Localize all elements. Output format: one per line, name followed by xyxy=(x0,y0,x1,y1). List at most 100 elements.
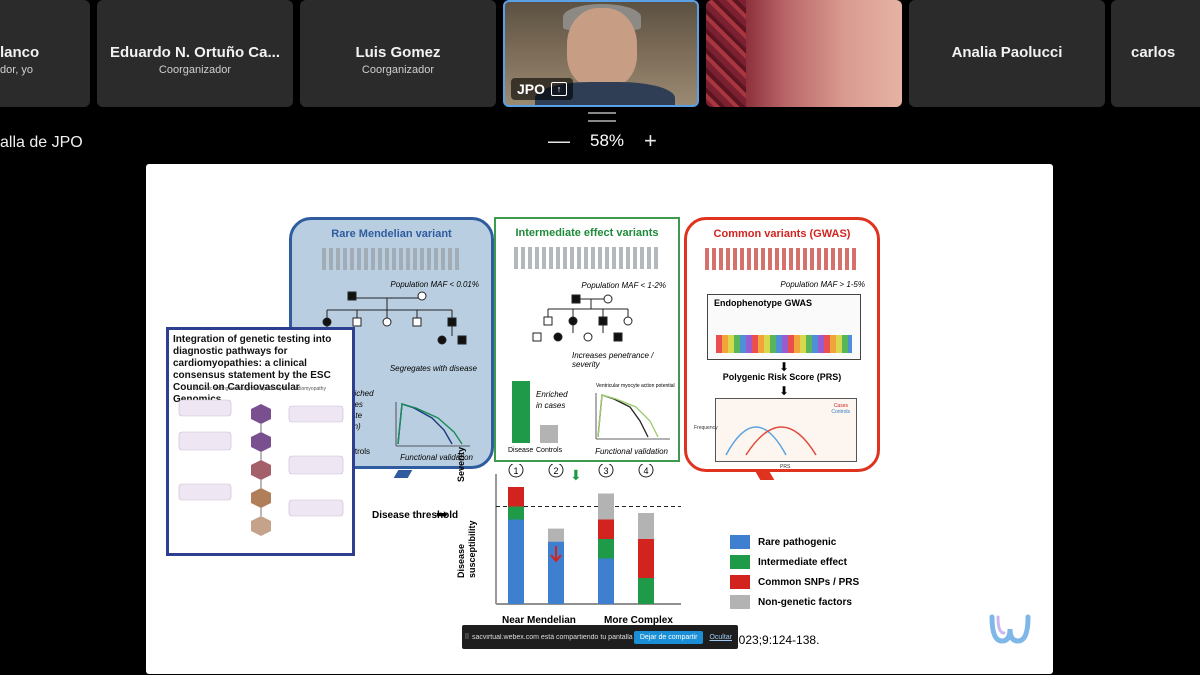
threshold-label: Disease threshold xyxy=(372,510,459,521)
gwas-box: Endophenotype GWAS xyxy=(707,294,861,360)
bar-4-intermediate-effect xyxy=(638,578,654,604)
arrow-down-icon xyxy=(755,472,775,480)
citation: 2023;9:124-138. xyxy=(732,633,820,647)
participant-role: Coorganizador xyxy=(158,64,232,76)
arrow-down-icon: ⬇ xyxy=(570,467,582,483)
column-number: 2 xyxy=(553,466,558,476)
arrow-right-icon: ➡ xyxy=(436,506,448,522)
bar-3-common-snps-prs xyxy=(598,519,614,539)
susceptibility-axis-label: Disease susceptibility xyxy=(456,520,477,578)
participant-label: JPO ↑ xyxy=(511,78,574,100)
participant-video-2[interactable] xyxy=(706,0,902,107)
participant-name: Luis Gomez xyxy=(355,44,441,61)
enriched-bar-controls xyxy=(540,425,558,443)
legend-item: Non-genetic factors xyxy=(730,592,859,612)
pedigree-diagram xyxy=(532,294,633,342)
participant-name: JPO xyxy=(517,81,546,97)
maf-label: Population MAF > 1-5% xyxy=(780,280,865,289)
bar-1-intermediate-effect xyxy=(508,506,524,520)
prs-distribution xyxy=(725,426,817,456)
disease-label: Disease xyxy=(508,447,534,454)
participant-role: Coorganizador xyxy=(361,64,435,76)
x-label-near-mendelian: Near Mendelian xyxy=(502,615,576,626)
gwas-title: Endophenotype GWAS xyxy=(714,298,812,308)
participant-name: Eduardo N. Ortuño Ca... xyxy=(109,44,280,61)
column-number-badge xyxy=(508,464,524,478)
screen-share-icon: ↑ xyxy=(551,82,568,96)
webex-logo-icon xyxy=(989,614,1031,644)
bar-1-rare-pathogenic xyxy=(508,519,524,604)
legend-swatch xyxy=(730,555,750,569)
column-number: 4 xyxy=(643,466,648,476)
bar-3-rare-pathogenic xyxy=(598,558,614,604)
participant-name: lanco xyxy=(0,44,40,61)
legend-item: Rare pathogenic xyxy=(730,532,859,552)
participant-name: carlos xyxy=(1131,44,1176,61)
participant-role: dor, yo xyxy=(0,64,34,76)
bar-4-non-genetic-factors xyxy=(638,513,654,539)
severity-axis-label: Severity xyxy=(456,446,466,482)
legend-swatch xyxy=(730,575,750,589)
segregates-label: Segregates with disease xyxy=(389,364,477,373)
chart-legend: Rare pathogenic Intermediate effect Comm… xyxy=(730,532,859,612)
participant-name: Analia Paolucci xyxy=(951,44,1063,61)
column-number-badge xyxy=(548,464,564,478)
video-person-face xyxy=(567,8,637,88)
zoom-control: — 58% + xyxy=(548,130,657,152)
zoom-out-button[interactable]: — xyxy=(548,128,570,153)
penetrance-label: Increases penetrance / severity xyxy=(572,351,654,369)
screen-share-notice: ⠿ sacvirtual.webex.com está compartiendo… xyxy=(462,625,738,649)
population-icons xyxy=(705,248,859,270)
zoom-level: 58% xyxy=(590,131,625,150)
participant-tile-2[interactable]: Eduardo N. Ortuño Ca... Coorganizador xyxy=(97,0,293,107)
panel-title: Intermediate effect variants xyxy=(515,227,659,239)
diagnostic-flow-diagram xyxy=(178,399,344,536)
paper-title: Integration of genetic testing into diag… xyxy=(173,334,332,405)
video-background xyxy=(706,0,746,107)
functional-validation-label: Functional validation xyxy=(595,447,668,456)
legend-label: Common SNPs / PRS xyxy=(758,576,860,588)
legend-swatch xyxy=(730,595,750,609)
action-potential-plot xyxy=(395,402,470,447)
maf-label: Population MAF < 1-2% xyxy=(581,281,666,290)
zoom-in-button[interactable]: + xyxy=(644,128,657,153)
population-icons xyxy=(322,248,461,270)
maf-label: Population MAF < 0.01% xyxy=(390,280,479,289)
participant-tile-1[interactable]: lanco dor, yo xyxy=(0,0,90,107)
population-icons xyxy=(514,247,660,269)
share-title: alla de JPO xyxy=(0,134,83,151)
participant-tile-5[interactable]: Analia Paolucci xyxy=(909,0,1105,107)
bar-3-non-genetic-factors xyxy=(598,493,614,520)
enriched-label: Enriched in cases xyxy=(536,390,568,410)
manhattan-plot xyxy=(716,335,852,353)
ap-plot-title: Ventricular myocyte action potential xyxy=(596,383,675,389)
functional-validation-label: Functional validation xyxy=(400,453,473,462)
legend-item: Common SNPs / PRS xyxy=(730,572,859,592)
panel-title: Rare Mendelian variant xyxy=(331,228,452,240)
shared-screen: Rare Mendelian variant Population MAF < … xyxy=(146,164,1053,674)
resize-handle[interactable] xyxy=(588,112,616,122)
intermediate-effect-panel: Intermediate effect variants Population … xyxy=(494,217,680,462)
down-arrow-icon: ⬇ xyxy=(779,384,790,398)
prs-x-label: PRS xyxy=(780,464,791,470)
prs-legend-cases: Cases xyxy=(833,403,848,409)
prs-legend-controls: Controls xyxy=(831,409,850,415)
enriched-bar-disease xyxy=(512,381,530,443)
legend-label: Intermediate effect xyxy=(758,556,847,568)
share-notice-message: sacvirtual.webex.com está compartiendo t… xyxy=(472,633,633,641)
participant-tile-3[interactable]: Luis Gomez Coorganizador xyxy=(300,0,496,107)
paper-subtitle: Genetic testing and diagnostic pathway f… xyxy=(195,386,326,392)
hide-notice-link[interactable]: Ocultar xyxy=(709,633,732,641)
prs-title: Polygenic Risk Score (PRS) xyxy=(722,372,842,382)
panel-title: Common variants (GWAS) xyxy=(713,228,851,240)
column-number-badge xyxy=(598,464,614,478)
stop-sharing-button[interactable]: Dejar de compartir xyxy=(633,630,704,644)
bar-1-common-snps-prs xyxy=(508,487,524,507)
bar-4-common-snps-prs xyxy=(638,539,654,578)
drag-handle-icon[interactable]: ⠿ xyxy=(464,634,470,641)
participant-tile-6[interactable]: carlos xyxy=(1111,0,1200,107)
action-potential-plot xyxy=(595,393,670,440)
column-number: 1 xyxy=(513,466,518,476)
participant-video-jpo[interactable]: JPO ↑ xyxy=(503,0,699,107)
